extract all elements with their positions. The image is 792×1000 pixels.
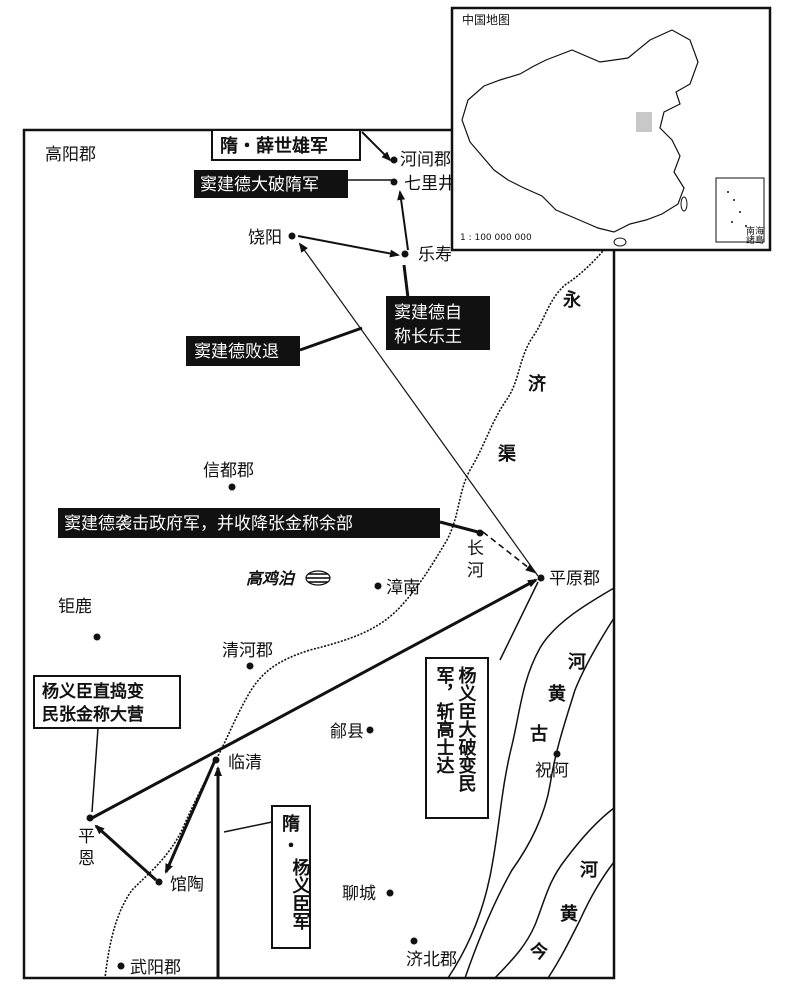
callout-line-dou-attack — [439, 520, 479, 534]
label-dou-king-2: 称长乐王 — [394, 327, 462, 347]
route-pingen-to-pingyuan — [91, 578, 538, 820]
route-linqing-to-guantao — [164, 757, 218, 874]
route-dou-attack — [482, 531, 536, 574]
route-dou-retreat — [298, 242, 539, 577]
label-dou-attack: 窦建德袭击政府军，并收降张金称余部 — [64, 514, 353, 534]
label-sui-xue: 隋・薛世雄军 — [220, 135, 328, 157]
china-outline — [461, 29, 699, 233]
place-hejian: 河间郡 — [400, 150, 451, 170]
south-sea-label-top: 南海 — [746, 225, 764, 237]
label-yang-defeat-col1: 杨义臣大破变民 — [456, 665, 477, 793]
place-julu: 钜鹿 — [58, 597, 92, 617]
hainan — [613, 237, 627, 247]
place-pingyuan: 平原郡 — [549, 569, 600, 589]
place-changhe-1: 长 — [467, 539, 484, 559]
place-fuxian: 鄃县 — [330, 722, 364, 742]
yongji-canal — [104, 237, 615, 979]
place-leshou: 乐寿 — [418, 245, 452, 265]
label-dou-king-box — [386, 296, 490, 350]
river-yongji-2: 济 — [528, 373, 547, 395]
callout-line-dou-king — [402, 264, 410, 299]
river-yellow-1: 河 — [580, 860, 598, 881]
river-yongji-1: 永 — [562, 289, 581, 311]
callout-line-sui-yang — [223, 821, 273, 833]
label-dou-retreat: 窦建德败退 — [194, 342, 279, 362]
route-leshou-to-qili — [397, 190, 409, 251]
place-zhangnan: 漳南 — [386, 578, 420, 598]
route-sui-xue-approach — [361, 131, 392, 162]
river-yellow-2: 黄 — [560, 903, 578, 925]
place-changhe-2: 河 — [467, 561, 484, 581]
place-gaoyang: 高阳郡 — [45, 145, 96, 165]
place-wuyang: 武阳郡 — [130, 958, 181, 978]
label-yang-camp-box — [33, 675, 181, 729]
place-zhuae: 祝阿 — [535, 761, 569, 781]
river-old-yellow-2: 黄 — [548, 683, 566, 705]
label-yang-camp-2: 民张金称大营 — [42, 704, 144, 725]
callout-line-yang-defeat — [499, 581, 539, 661]
place-guantao: 馆陶 — [170, 875, 204, 895]
inset-map: 中国地图 南海 諸島 1 : 100 000 000 — [450, 6, 772, 252]
label-yang-defeat-col2: 军，斩高士达 — [434, 666, 455, 775]
label-dou-king-1: 窦建德自 — [394, 303, 462, 323]
place-pingen-1: 平 — [78, 827, 95, 847]
route-raoyang-to-leshou — [297, 235, 400, 258]
place-dots — [86, 156, 561, 970]
old-yellow-river-bank-2 — [464, 617, 615, 979]
callout-line-dou-retreat — [299, 326, 363, 352]
place-qili: 七里井 — [404, 174, 455, 194]
old-yellow-river-bank-1 — [447, 587, 615, 979]
place-raoyang: 饶阳 — [248, 228, 282, 248]
label-dou-defeat-box — [194, 170, 348, 198]
label-dou-defeat: 窦建德大破隋军 — [200, 175, 319, 195]
yellow-river-bank-1 — [494, 807, 615, 979]
south-sea-label-bottom: 諸島 — [746, 234, 764, 246]
inset-scale: 1 : 100 000 000 — [460, 233, 532, 243]
label-sui-yang-col1: 隋 — [282, 813, 300, 835]
river-yongji-3: 渠 — [498, 443, 516, 465]
river-old-yellow-1: 河 — [568, 652, 586, 673]
route-guantao-to-pingen — [94, 824, 158, 882]
place-pingen-2: 恩 — [78, 849, 95, 869]
label-sui-yang-box — [271, 805, 311, 949]
place-liaocheng: 聊城 — [342, 884, 376, 904]
label-sui-yang-col3: 杨义臣军 — [290, 857, 311, 930]
river-old-yellow-3: 古 — [530, 723, 548, 745]
study-area-marker — [636, 112, 652, 132]
place-qinghe: 清河郡 — [222, 641, 273, 661]
label-sui-xue-box — [211, 129, 361, 161]
label-dou-attack-box — [58, 508, 440, 538]
place-jibei: 济北郡 — [406, 950, 457, 970]
inset-title: 中国地图 — [462, 12, 510, 27]
place-linqing: 临清 — [228, 753, 262, 773]
label-sui-yang-col2: ・ — [282, 836, 300, 857]
gaojipo-marsh — [305, 570, 331, 586]
label-yang-defeat-box — [425, 657, 489, 819]
yellow-river-bank-2 — [547, 861, 615, 979]
label-dou-retreat-box — [186, 336, 300, 366]
river-yellow-3: 今 — [530, 941, 549, 963]
label-yang-camp-1: 杨义臣直捣变 — [42, 681, 144, 702]
place-gaojipo: 高鸡泊 — [246, 569, 296, 588]
callout-line-yang-camp — [91, 727, 99, 813]
south-sea-inset — [715, 177, 765, 243]
taiwan — [680, 196, 688, 212]
place-xindu: 信都郡 — [203, 461, 254, 481]
